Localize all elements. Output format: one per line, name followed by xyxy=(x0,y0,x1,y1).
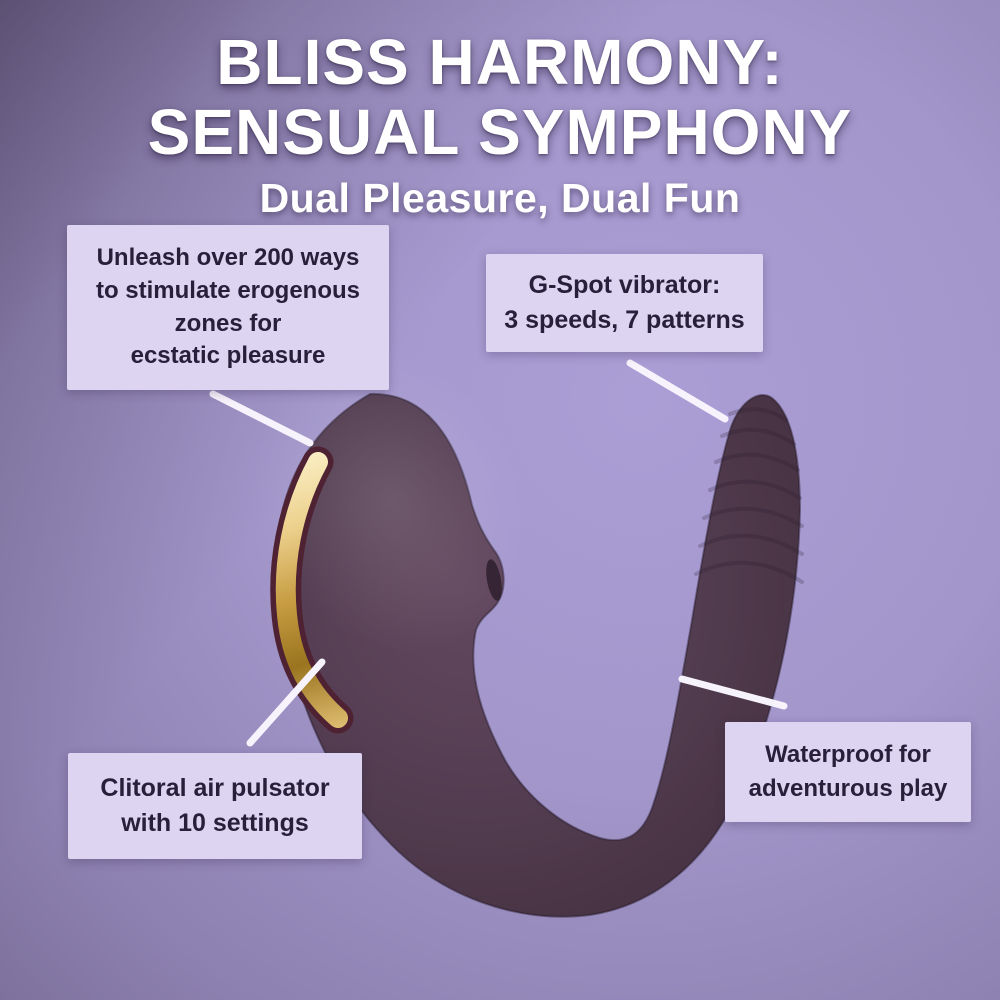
title-block: BLISS HARMONY: SENSUAL SYMPHONY Dual Ple… xyxy=(0,26,1000,222)
callout-line-waterproof xyxy=(678,675,788,710)
callout-text: Waterproof for xyxy=(765,740,931,768)
callout-text: adventurous play xyxy=(748,775,948,802)
callout-text: zones for xyxy=(174,309,282,337)
callout-text: 3 speeds, 7 patterns xyxy=(504,306,745,334)
nozzle-opening-icon xyxy=(486,559,502,601)
title-line-1: BLISS HARMONY: xyxy=(216,26,784,98)
callout-text: G-Spot vibrator: xyxy=(528,271,721,299)
arm-ridges xyxy=(694,407,804,584)
subtitle: Dual Pleasure, Dual Fun xyxy=(259,174,741,221)
callout-text: to stimulate erogenous xyxy=(95,276,361,304)
callout-box-modes: Unleash over 200 ways to stimulate eroge… xyxy=(67,225,389,390)
callout-box-waterproof: Waterproof for adventurous play xyxy=(725,722,971,822)
head-highlight xyxy=(252,346,528,654)
callout-line-modes xyxy=(209,390,314,447)
callout-box-gspot: G-Spot vibrator: 3 speeds, 7 patterns xyxy=(486,254,763,352)
callout-text: ecstatic pleasure xyxy=(130,342,326,370)
callout-line-gspot xyxy=(626,359,729,423)
gold-band xyxy=(275,452,348,728)
callout-line-clitoral xyxy=(246,658,326,747)
callout-text: Clitoral air pulsator xyxy=(100,773,330,802)
title-line-2: SENSUAL SYMPHONY xyxy=(147,95,853,168)
callout-text: Unleash over 200 ways xyxy=(96,243,360,271)
callout-box-clitoral: Clitoral air pulsator with 10 settings xyxy=(68,753,362,859)
callout-text: with 10 settings xyxy=(121,809,309,837)
